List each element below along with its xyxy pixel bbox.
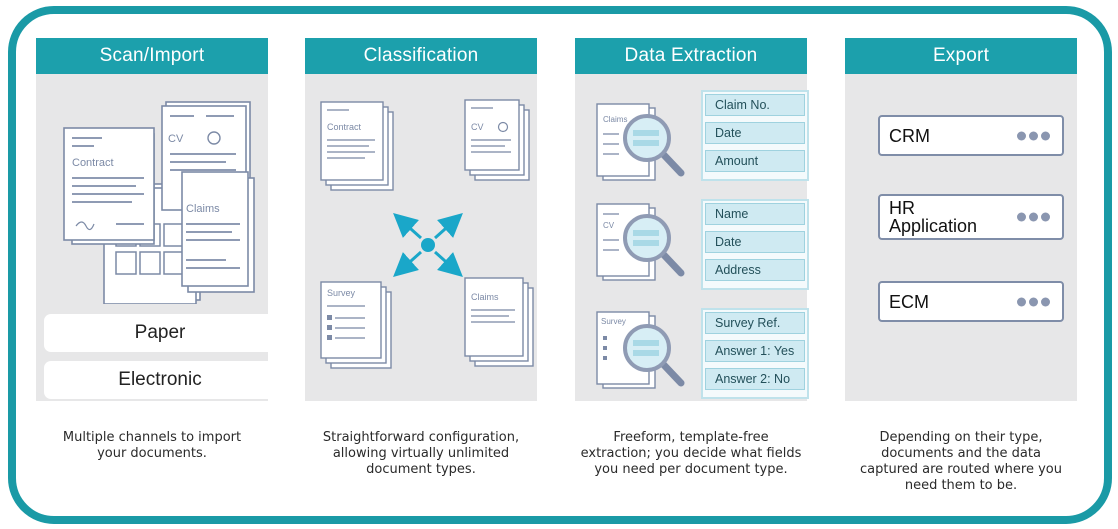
survey-stack: Survey	[320, 281, 392, 369]
doc-label: Contract	[72, 157, 114, 169]
contract-stack: Contract	[320, 101, 394, 191]
column-data-extraction: Data Extraction Claims CV	[575, 38, 809, 477]
field-name: Name	[705, 203, 805, 225]
column-panel: Claims CV	[575, 74, 809, 401]
magnifier-icon	[623, 214, 685, 277]
doc-label: CV	[471, 122, 484, 132]
column-caption: Freeform, template-free extraction; you …	[575, 430, 807, 478]
column-header: Data Extraction	[575, 38, 807, 74]
caption-line: captured are routed where you	[860, 462, 1062, 477]
caption-line: Straightforward configuration,	[322, 430, 520, 445]
doc-label: CV	[603, 221, 615, 230]
caption-line: extraction; you decide what fields	[580, 446, 802, 461]
column-caption: Depending on their type, documents and t…	[845, 430, 1077, 494]
field-survey-ref: Survey Ref.	[705, 312, 805, 334]
doc-label: Claims	[186, 203, 220, 215]
field-answer-2: Answer 2: No	[705, 368, 805, 390]
doc-label: CV	[168, 133, 184, 145]
column-panel: CRM HR Application ECM	[845, 74, 1077, 401]
export-target-label: ECM	[889, 291, 929, 312]
export-target-ecm: ECM	[878, 281, 1064, 322]
export-target-hr-application: HR Application	[878, 194, 1064, 240]
cv-stack: CV	[464, 99, 530, 181]
field-claim-no: Claim No.	[705, 94, 805, 116]
column-panel: Contract CV Survey	[305, 74, 537, 401]
column-header: Scan/Import	[36, 38, 268, 74]
caption-line: need them to be.	[904, 478, 1018, 493]
column-caption: Multiple channels to import your documen…	[36, 430, 268, 462]
column-export: Export CRM HR Application ECM Depending …	[845, 38, 1077, 493]
doc-label: Claims	[603, 115, 627, 124]
column-caption: Straightforward configuration, allowing …	[305, 430, 537, 478]
caption-line: documents and the data	[881, 446, 1041, 461]
export-target-label: Application	[889, 216, 978, 236]
document-stack-illustration: CV Contract Claims	[63, 101, 255, 304]
field-amount: Amount	[705, 150, 805, 172]
column-classification: Classification Contract CV	[305, 38, 537, 477]
column-scan-import: Scan/Import CV	[36, 38, 276, 461]
caption-line: you need per document type.	[594, 462, 788, 477]
caption-line: Multiple channels to import	[62, 430, 242, 445]
field-date: Date	[705, 231, 805, 253]
caption-line: Freeform, template-free	[613, 430, 769, 445]
center-dot	[421, 238, 435, 252]
doc-label: Contract	[327, 122, 362, 132]
column-header: Classification	[305, 38, 537, 74]
claims-stack: Claims	[464, 277, 534, 367]
classification-arrows	[393, 212, 463, 278]
contract-document: Contract	[63, 127, 155, 245]
magnifier-icon	[623, 114, 685, 177]
claims-document: Claims	[181, 171, 255, 293]
doc-label: Survey	[327, 288, 356, 298]
caption-line: document types.	[366, 462, 476, 477]
more-icon	[1017, 131, 1050, 140]
caption-line: allowing virtually unlimited	[332, 446, 510, 461]
field-address: Address	[705, 259, 805, 281]
classification-illustration: Contract CV Survey	[320, 99, 534, 369]
option-paper: Paper	[44, 314, 276, 352]
column-panel: CV Contract Claims	[36, 74, 276, 401]
caption-line: Depending on their type,	[879, 430, 1043, 445]
doc-label: Claims	[471, 292, 499, 302]
field-date: Date	[705, 122, 805, 144]
export-target-label: CRM	[889, 125, 930, 146]
more-icon	[1017, 297, 1050, 306]
export-target-label: HR	[889, 198, 915, 218]
more-icon	[1017, 212, 1050, 222]
magnifier-illustrations: Claims CV	[596, 103, 685, 389]
export-target-crm: CRM	[878, 115, 1064, 156]
column-header: Export	[845, 38, 1077, 74]
magnifier-icon	[623, 324, 685, 387]
option-electronic: Electronic	[44, 361, 276, 399]
caption-line: your documents.	[97, 446, 207, 461]
field-answer-1: Answer 1: Yes	[705, 340, 805, 362]
doc-label: Survey	[601, 317, 626, 326]
